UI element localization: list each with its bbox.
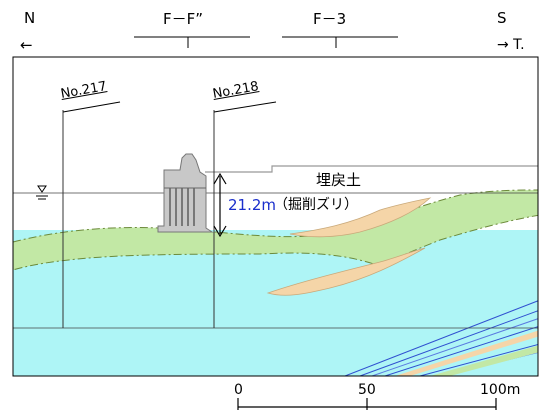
backfill-label: 埋戻土 xyxy=(316,171,362,189)
dam-structure xyxy=(157,153,214,233)
depth-value-label: 21.2m xyxy=(228,196,277,214)
sand-layer-top xyxy=(289,197,432,238)
green-layer xyxy=(13,189,538,271)
no218-leader xyxy=(213,101,277,113)
sand-lens xyxy=(266,247,426,296)
backfill-outline xyxy=(205,165,538,173)
depth-arrow-icon xyxy=(213,172,227,238)
section-markers xyxy=(134,36,398,48)
north-arrow-icon: ← xyxy=(20,36,33,54)
depth-note-label: （掘削ズリ） xyxy=(274,197,358,213)
section-label-f3: F－3 xyxy=(313,10,347,28)
south-label: S xyxy=(497,9,507,27)
no217-leader xyxy=(62,101,121,113)
south-arrow-icon: → T. xyxy=(497,37,525,53)
water-level-triangle-icon xyxy=(36,185,48,200)
deep-green-band xyxy=(430,345,538,376)
deep-sand-band xyxy=(395,330,538,376)
scale-tick-100: 100m xyxy=(480,382,521,398)
section-label-ff: F－F” xyxy=(163,10,204,28)
north-label: N xyxy=(24,9,36,27)
diagram-frame xyxy=(12,56,539,377)
scale-tick-0: 0 xyxy=(234,382,243,398)
scale-bar xyxy=(237,398,497,410)
scale-tick-50: 50 xyxy=(358,382,376,398)
